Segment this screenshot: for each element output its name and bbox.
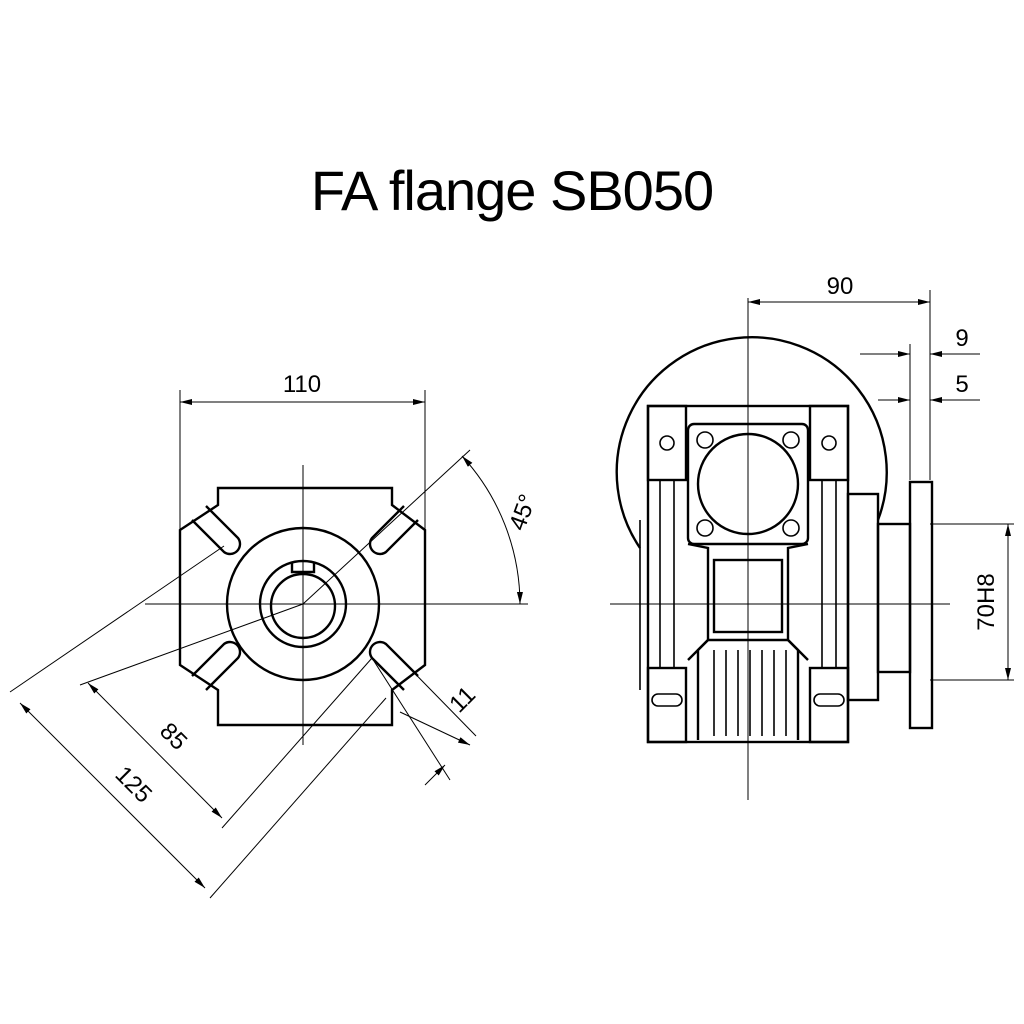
fa-flange-side — [908, 480, 934, 730]
bolt-slots — [191, 505, 419, 691]
dim-90: 90 — [827, 273, 854, 300]
dim-70h8: 70H8 — [973, 573, 1000, 630]
dim-125: 125 — [110, 761, 157, 808]
dim-9: 9 — [955, 325, 968, 352]
dim-11: 11 — [444, 681, 481, 718]
drawing-title: FA flange SB050 — [310, 159, 714, 222]
dim-5: 5 — [955, 371, 968, 398]
dim-110: 110 — [283, 371, 321, 398]
worm-wheel-housing — [615, 336, 888, 549]
gearbox-side-view: 90 9 5 70H8 — [610, 273, 1014, 800]
dim-45: 45° — [504, 491, 542, 534]
dim-85: 85 — [154, 718, 192, 756]
flange-front-view: 110 45° 125 85 11 — [9, 371, 542, 899]
